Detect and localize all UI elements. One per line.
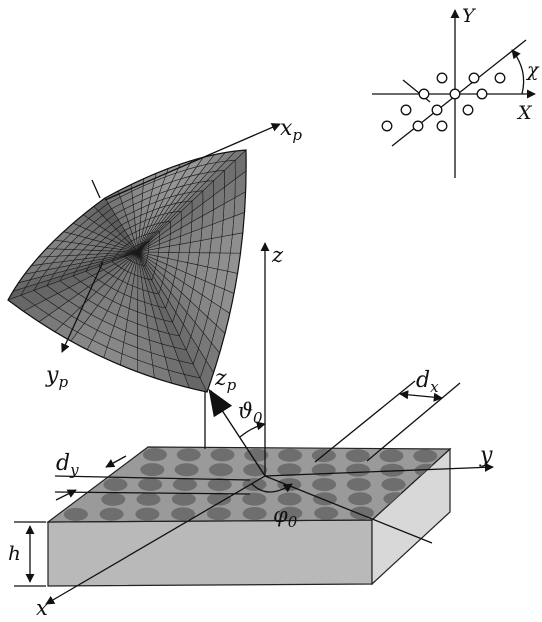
dx-dimension-line <box>399 390 443 402</box>
inset-lattice-circle <box>462 104 474 116</box>
dy-arrow-bottom <box>55 489 77 501</box>
slab-hole <box>206 507 231 521</box>
surface-mesh-cell <box>187 252 200 266</box>
phi-arc <box>251 483 293 493</box>
period-dy: dy <box>54 451 251 501</box>
theta-arc <box>239 421 266 438</box>
dy-arrow-top <box>105 455 127 468</box>
dy-extension-2 <box>54 491 251 495</box>
slab-hole <box>345 449 370 463</box>
inset-lattice-circle <box>436 72 448 84</box>
z-axis-label: z <box>271 243 284 267</box>
slab-hole <box>242 478 267 491</box>
slab-hole <box>99 507 124 521</box>
h-label: h <box>8 541 21 565</box>
period-dx: dx <box>314 368 461 463</box>
inset-lattice-circle <box>494 72 506 84</box>
inset-lattice-circle <box>412 120 424 132</box>
slab-hole <box>349 506 374 520</box>
slab-hole <box>381 478 406 491</box>
yp-label: yp <box>45 363 68 391</box>
yp-axis <box>61 261 104 353</box>
surface-mesh-cell <box>197 252 211 268</box>
slab-hole <box>379 449 404 463</box>
y-axis <box>264 462 494 477</box>
dy-label: dy <box>56 451 79 479</box>
slab-hole <box>346 463 370 477</box>
pattern-apex-stub <box>91 179 101 199</box>
slab-hole <box>413 449 438 463</box>
xp-label: xp <box>280 116 302 144</box>
inset-x-label: X <box>516 102 533 124</box>
dx-label: dx <box>416 368 439 396</box>
inset-angle-arc <box>511 49 525 95</box>
zp-label: zp <box>214 366 237 394</box>
slab-hole <box>242 507 267 520</box>
radiation-pattern-surface <box>7 149 247 393</box>
slab-hole <box>171 507 196 521</box>
slab-hole <box>136 492 161 506</box>
inset-lattice-circle <box>468 72 480 84</box>
slab-hole <box>101 492 126 506</box>
inset-lattice-circle <box>418 88 430 100</box>
y-axis-label: y <box>479 443 493 468</box>
slab-hole <box>277 492 302 506</box>
slab-hole <box>346 478 371 491</box>
slab-hole <box>63 507 88 521</box>
x-axis-label: x <box>36 596 48 620</box>
slab-hole <box>208 463 233 477</box>
slab <box>46 446 452 587</box>
slab-hole <box>348 492 373 506</box>
phi-label: φ0 <box>273 503 298 531</box>
slab-hole <box>380 463 405 477</box>
inset-lattice-circle <box>449 88 461 100</box>
azimuth-projection-line <box>264 475 433 544</box>
inset-lattice-circle <box>381 120 393 132</box>
inset-lattice-circle <box>400 104 412 116</box>
slab-hole <box>174 463 199 477</box>
slab-hole <box>278 506 303 520</box>
dx-extension-2 <box>366 382 461 462</box>
axes: z y x <box>36 242 494 620</box>
slab-hole <box>277 463 302 477</box>
slab-hole <box>135 507 160 521</box>
inset-lattice: Y X χ <box>372 5 540 178</box>
surface-mesh-cell <box>134 245 139 253</box>
xp-axis <box>104 123 281 201</box>
slab-front-face <box>47 519 373 587</box>
slab-hole <box>243 463 268 477</box>
thickness-dimension: h <box>8 521 46 587</box>
inset-lattice-circle <box>431 104 443 116</box>
slab-hole <box>210 448 235 462</box>
slab-hole <box>171 492 196 506</box>
slab-hole <box>207 478 232 491</box>
inset-lattice-circle <box>476 88 488 100</box>
inset-lattice-points <box>381 72 506 132</box>
slab-hole <box>278 448 303 462</box>
slab-hole <box>172 478 197 491</box>
theta-label: ϑ0 <box>238 399 263 427</box>
surface-outline <box>7 149 247 393</box>
inset-lattice-circle <box>436 120 448 132</box>
slab-hole <box>140 463 165 477</box>
slab-hole <box>138 478 163 491</box>
dy-extension-1 <box>54 475 251 481</box>
slab-hole <box>314 506 339 520</box>
inset-angle-label: χ <box>525 59 540 81</box>
slab-hole <box>103 478 128 491</box>
dx-extension-1 <box>314 380 416 463</box>
inset-y-label: Y <box>462 5 477 27</box>
slab-hole <box>142 448 167 462</box>
slab-hole <box>207 492 232 506</box>
surface-mesh-cell <box>177 252 190 264</box>
x-axis <box>45 475 266 605</box>
slab-hole <box>244 448 269 462</box>
zp-axis-arrow <box>208 388 233 418</box>
slab-hole <box>176 448 201 462</box>
slab-hole <box>242 492 267 506</box>
slab-hole <box>312 478 337 491</box>
